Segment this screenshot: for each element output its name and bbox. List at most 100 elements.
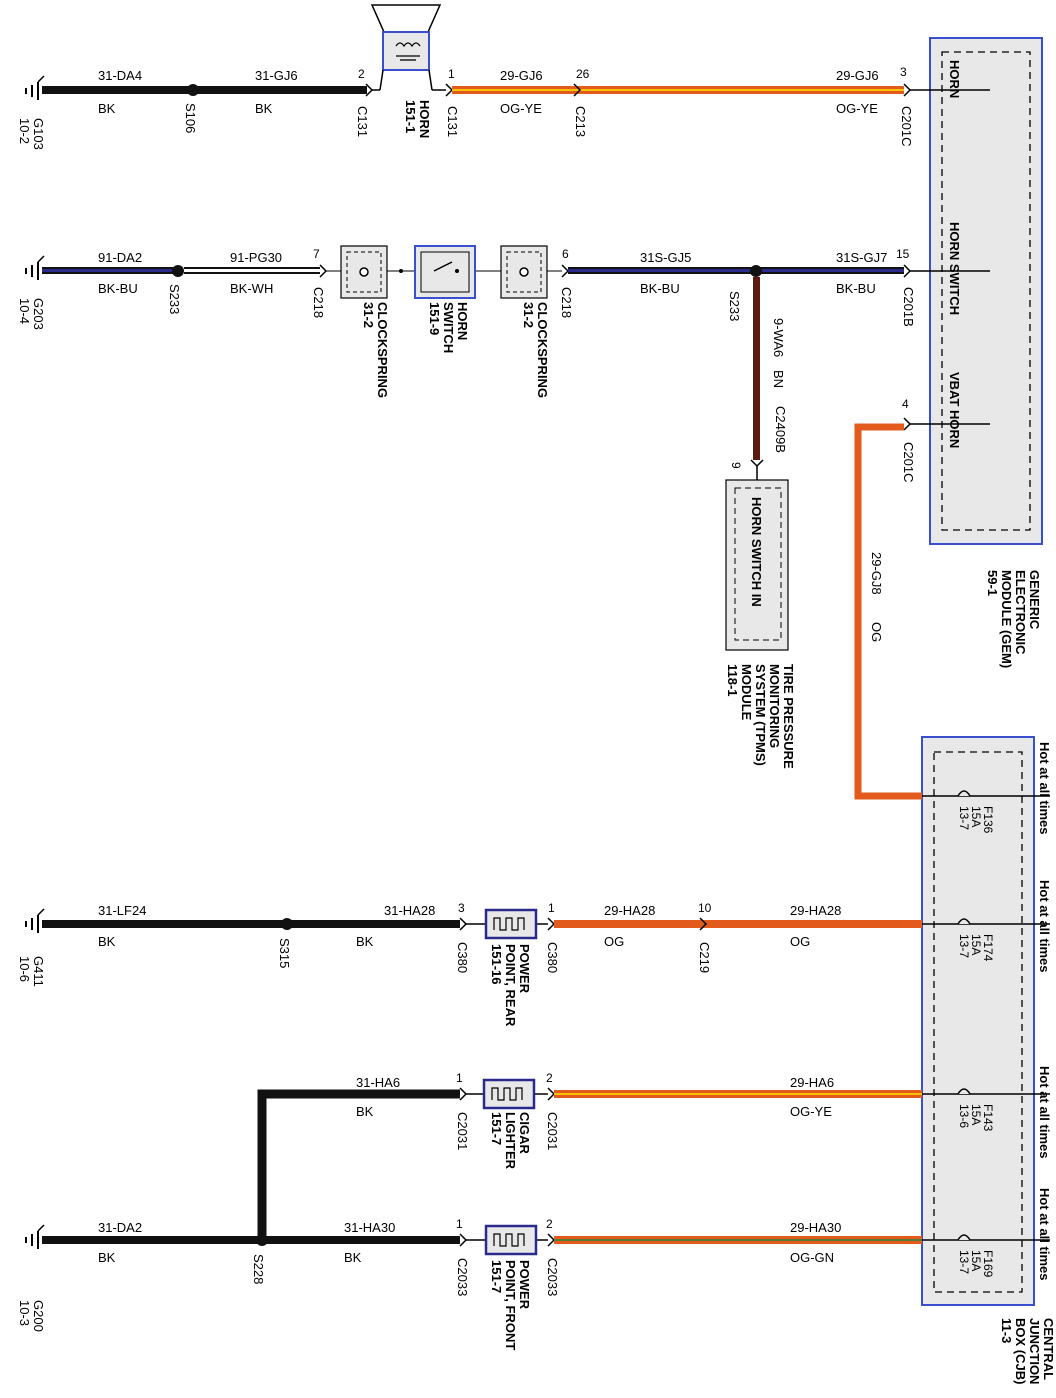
- connector-label: C2033: [545, 1258, 560, 1296]
- pin-number: 6: [562, 247, 569, 261]
- wire-circuit: 29-GJ6: [836, 68, 879, 83]
- ground-ref: 10-3: [17, 1300, 32, 1326]
- fuse-f174: F174 15A 13-7 Hot at all times: [922, 880, 1052, 972]
- wire-circuit: 29-HA6: [790, 1075, 834, 1090]
- wire-circuit: 29-HA28: [790, 903, 841, 918]
- connector-label: C218: [311, 287, 326, 318]
- feed-circuit: 29-GJ8: [869, 552, 884, 595]
- horn-ref: 151-1: [403, 100, 418, 133]
- wire-color: BK-BU: [836, 281, 876, 296]
- device-name-line2: POINT, REAR: [503, 944, 518, 1027]
- branch-circuit: 9-WA6: [771, 318, 786, 357]
- power-point-rear-device: [484, 908, 538, 940]
- wire-31-da2: [42, 1236, 460, 1244]
- fuse-ref: 13-7: [957, 934, 971, 958]
- wire-circuit: 31-LF24: [98, 903, 146, 918]
- ground-ref: 10-4: [17, 298, 32, 324]
- connector-label: C2409B: [773, 406, 788, 453]
- wire-31-lf24: [42, 920, 460, 928]
- fuse-amps: 15A: [969, 806, 983, 827]
- tpms-name-line3: SYSTEM (TPMS): [753, 664, 768, 766]
- pin-number: 2: [546, 1217, 553, 1231]
- row-horn: G103 10-2 31-DA4 BK S106 31-GJ6 BK 2 C13…: [17, 4, 990, 150]
- device-name-line2: LIGHTER: [503, 1112, 518, 1170]
- cjb-name-line1: CENTRAL: [1041, 1318, 1056, 1380]
- wire-color: BK-WH: [230, 281, 273, 296]
- device-ref: 151-7: [489, 1112, 504, 1145]
- fuse-id: F143: [981, 1104, 995, 1132]
- pin-number: 9: [729, 462, 743, 469]
- clockspring-right: [500, 245, 548, 299]
- connector-label: C201C: [899, 106, 914, 146]
- splice-s315: [281, 918, 293, 930]
- row-power-point-front: G200 10-3 31-DA2 BK S228 31-HA30 BK 1 C2…: [17, 1217, 922, 1350]
- splice-label: S315: [277, 938, 292, 968]
- gem-name-line2: ELECTRONIC: [1013, 570, 1028, 655]
- pin-number: 3: [900, 65, 907, 79]
- splice-s106: [187, 84, 199, 96]
- tpms-module: [725, 479, 789, 651]
- ground-symbol-g411: [25, 908, 45, 933]
- ground-ref: 10-2: [17, 118, 32, 144]
- connector-label: C201B: [901, 287, 916, 327]
- branch-color: BN: [771, 370, 786, 388]
- pin-number: 10: [698, 901, 712, 915]
- wire-color: OG-GN: [790, 1250, 834, 1265]
- cjb-name-line2: JUNCTION: [1027, 1318, 1042, 1384]
- splice-label: S233: [167, 284, 182, 314]
- pin-number: 7: [313, 247, 320, 261]
- clockspring-ref: 31-2: [521, 302, 536, 328]
- wire-circuit: 29-HA30: [790, 1220, 841, 1235]
- horn-switch-device: [414, 245, 476, 299]
- pin-number: 1: [448, 67, 455, 81]
- wire-color: BK: [356, 934, 374, 949]
- feed-color: OG: [869, 622, 884, 642]
- fuse-ref: 13-6: [957, 1104, 971, 1128]
- horn-device: [370, 4, 446, 91]
- cjb-ref: 11-3: [999, 1318, 1014, 1343]
- device-name-line2: POINT, FRONT: [503, 1260, 518, 1350]
- gem-pin-horn: HORN: [947, 60, 962, 98]
- connector-label: C380: [455, 942, 470, 973]
- pin-number: 1: [456, 1071, 463, 1085]
- device-ref: 151-16: [489, 944, 504, 984]
- device-ref: 151-7: [489, 1260, 504, 1293]
- ground-symbol-g103: [25, 75, 45, 100]
- wire-circuit: 29-GJ6: [500, 68, 543, 83]
- wire-circuit: 91-PG30: [230, 250, 282, 265]
- connector-label: C201C: [901, 442, 916, 482]
- pin-number: 2: [546, 1071, 553, 1085]
- wire-circuit: 31-DA4: [98, 68, 142, 83]
- fuse-amps: 15A: [969, 1104, 983, 1125]
- wire-color: BK: [98, 101, 116, 116]
- device-name-line1: POWER: [517, 1260, 532, 1310]
- connector-label: C380: [545, 942, 560, 973]
- clockspring-left: [340, 245, 388, 299]
- tpms-name-line4: MODULE: [739, 664, 754, 721]
- connector-label: C131: [355, 106, 370, 137]
- ground-id: G200: [31, 1300, 46, 1332]
- gem-name-line1: GENERIC: [1027, 570, 1042, 630]
- wire-9-wa6: [753, 277, 760, 460]
- wire-color: OG: [790, 934, 810, 949]
- wire-31-da4: [42, 86, 367, 94]
- tpms-pin-label: HORN SWITCH IN: [749, 497, 764, 607]
- splice-label: S228: [251, 1254, 266, 1284]
- hot-label: Hot at all times: [1037, 880, 1052, 972]
- fuse-f169: F169 15A 13-7 Hot at all times: [922, 1188, 1052, 1280]
- device-name-line1: CIGAR: [517, 1112, 532, 1155]
- splice-label: S106: [183, 103, 198, 133]
- horn-switch-ref: 151-9: [427, 302, 442, 335]
- hot-label: Hot at all times: [1037, 742, 1052, 834]
- pin-number: 1: [456, 1217, 463, 1231]
- device-name-line1: POWER: [517, 944, 532, 994]
- cjb-module: CENTRAL JUNCTION BOX (CJB) 11-3: [921, 736, 1056, 1384]
- gem-pin-horn-switch: HORN SWITCH: [947, 222, 962, 315]
- ground-symbol-g200: [25, 1224, 45, 1249]
- fuse-id: F136: [981, 806, 995, 834]
- fuse-ref: 13-7: [957, 806, 971, 830]
- wire-color: OG-YE: [790, 1104, 832, 1119]
- wire-color: BK: [98, 934, 116, 949]
- splice-label: S233: [727, 291, 742, 321]
- wire-color: BK-BU: [640, 281, 680, 296]
